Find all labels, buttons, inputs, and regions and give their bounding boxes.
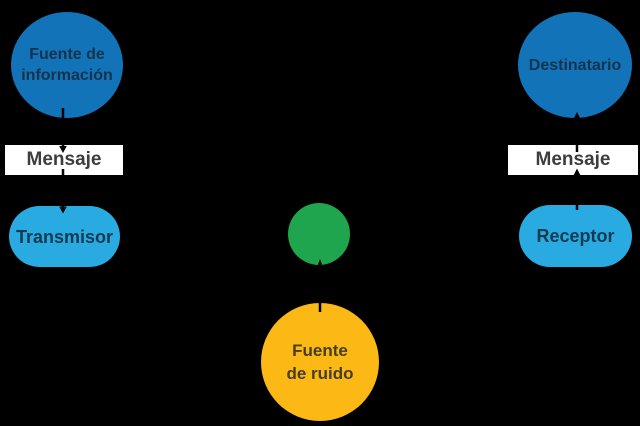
node-label: Mensaje	[535, 149, 611, 170]
arrowhead-transmisor-a-canal	[279, 232, 286, 240]
node-transmisor: Transmisor	[9, 206, 120, 267]
node-label: Destinatario	[528, 56, 622, 74]
node-mensaje-izquierda: Mensaje	[5, 145, 123, 175]
node-canal-senal	[288, 203, 350, 265]
node-label: de ruido	[286, 364, 354, 383]
node-receptor: Receptor	[519, 205, 632, 267]
node-mensaje-derecha: Mensaje	[508, 145, 638, 175]
node-label: información	[21, 67, 113, 84]
node-label: Fuente	[292, 341, 348, 360]
node-label: Fuente de	[29, 46, 105, 63]
arrowhead-canal-a-receptor	[507, 232, 514, 240]
node-label: Receptor	[536, 226, 615, 246]
node-destinatario: Destinatario	[518, 12, 632, 118]
node-label: Mensaje	[26, 149, 102, 170]
node-fuente-de-ruido: Fuente de ruido	[261, 303, 379, 421]
node-label: Transmisor	[15, 226, 114, 247]
node-fuente-de-informacion: Fuente de información	[11, 12, 123, 118]
